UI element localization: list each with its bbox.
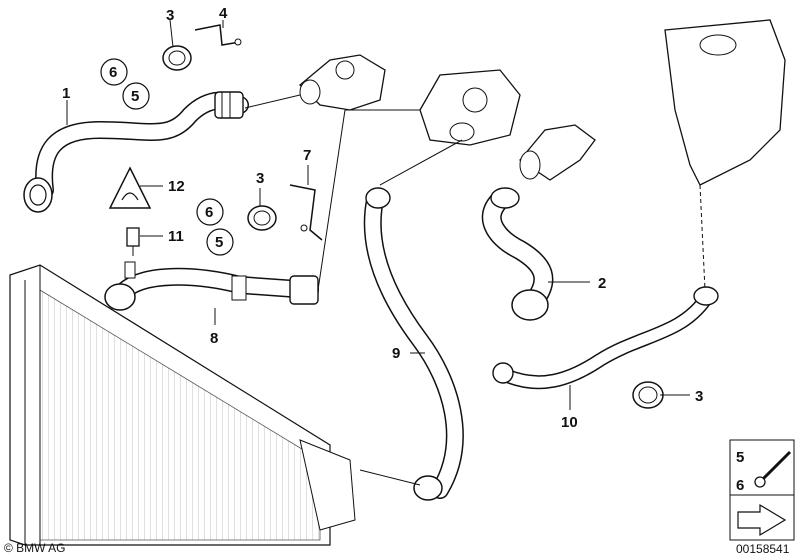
callout-3c: 3	[695, 388, 703, 405]
callout-11: 11	[168, 228, 184, 245]
hose-clamp-3c	[632, 381, 664, 409]
callout-2: 2	[598, 275, 606, 292]
bolt-icon	[754, 450, 792, 488]
radiator	[9, 264, 356, 546]
callout-8: 8	[210, 330, 218, 347]
circle-5a	[122, 82, 150, 110]
connection-lines	[244, 94, 463, 486]
expansion-tank	[664, 19, 786, 291]
hose-2	[481, 187, 554, 321]
hose-8	[104, 261, 319, 311]
water-pump	[419, 69, 521, 146]
fastener-legend: 5 6	[729, 439, 795, 541]
diagram-number: 00158541	[736, 542, 790, 556]
callout-1: 1	[62, 85, 70, 102]
warning-label-icon	[108, 166, 152, 209]
callout-6b: 6	[205, 204, 213, 221]
callout-6a: 6	[109, 64, 117, 81]
circle-6a	[100, 58, 128, 86]
callout-12: 12	[168, 178, 185, 195]
circle-6b	[196, 198, 224, 226]
hose-1	[23, 91, 249, 213]
callout-5a: 5	[131, 88, 139, 105]
callout-10: 10	[561, 414, 578, 431]
callout-5b: 5	[215, 234, 223, 251]
legend-6: 6	[736, 477, 744, 494]
temperature-sensor	[126, 227, 140, 256]
leader-lines	[66, 19, 690, 410]
arrow-icon	[737, 503, 787, 537]
hose-9	[363, 187, 464, 501]
callout-7: 7	[303, 147, 311, 164]
hose-10	[492, 286, 719, 390]
hose-clamp-3a	[162, 45, 192, 71]
thermostat-housing-upper	[299, 54, 386, 111]
hose-clamp-3b	[247, 205, 277, 231]
bracket-7	[289, 184, 323, 241]
circle-5b	[206, 228, 234, 256]
callout-3a: 3	[166, 7, 174, 24]
callout-4: 4	[219, 5, 228, 22]
bracket-4	[194, 24, 242, 46]
callout-9: 9	[392, 345, 400, 362]
pipe-fitting	[519, 124, 596, 181]
legend-5: 5	[736, 449, 744, 466]
copyright: © BMW AG	[4, 541, 66, 555]
callout-3b: 3	[256, 170, 264, 187]
